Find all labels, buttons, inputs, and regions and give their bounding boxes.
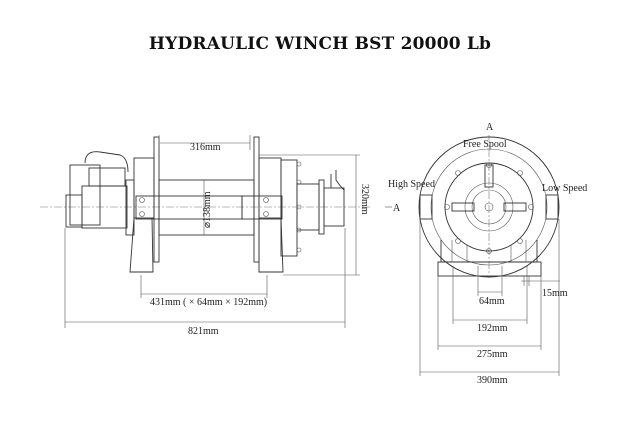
right-flange <box>253 136 260 263</box>
dim-64: 64mm <box>479 296 505 307</box>
dim-height: 320mm <box>359 184 370 215</box>
drawing-title: HYDRAULIC WINCH BST 20000 Lb <box>148 34 492 54</box>
left-end-plate <box>133 157 155 219</box>
dim-overall-length: 821mm <box>188 326 219 337</box>
free-spool-lever <box>484 164 494 188</box>
high-speed-port <box>451 202 475 212</box>
label-low-speed: Low Speed <box>542 183 587 194</box>
section-mark-side: A <box>393 203 401 214</box>
base <box>437 261 542 277</box>
valve-block <box>88 167 126 187</box>
label-high-speed: High Speed <box>388 179 435 190</box>
motor-end-cap <box>65 194 83 228</box>
front-view: A Free Spool High Speed Low Speed <box>385 122 587 386</box>
section-mark-front: A <box>486 122 494 133</box>
dim-mounting: 431mm ( × 64mm × 192mm) <box>150 297 267 308</box>
dim-275: 275mm <box>477 349 508 360</box>
dim-drum-length: 316mm <box>190 142 221 153</box>
dim-15: 15mm <box>542 288 568 299</box>
dim-192: 192mm <box>477 323 508 334</box>
side-view: 316mm ⌀138mm 320mm A 431mm ( × 64mm × 19… <box>40 135 401 337</box>
label-free-spool: Free Spool <box>463 139 507 150</box>
gearbox-outline <box>418 136 560 278</box>
dim-390: 390mm <box>477 375 508 386</box>
gearbox <box>280 159 298 257</box>
tie-bar <box>135 195 243 220</box>
low-speed-port <box>503 202 527 212</box>
brake-housing <box>323 187 345 227</box>
dim-drum-diameter: ⌀138mm <box>202 191 213 228</box>
left-flange <box>153 136 160 263</box>
right-end-plate <box>258 157 282 219</box>
